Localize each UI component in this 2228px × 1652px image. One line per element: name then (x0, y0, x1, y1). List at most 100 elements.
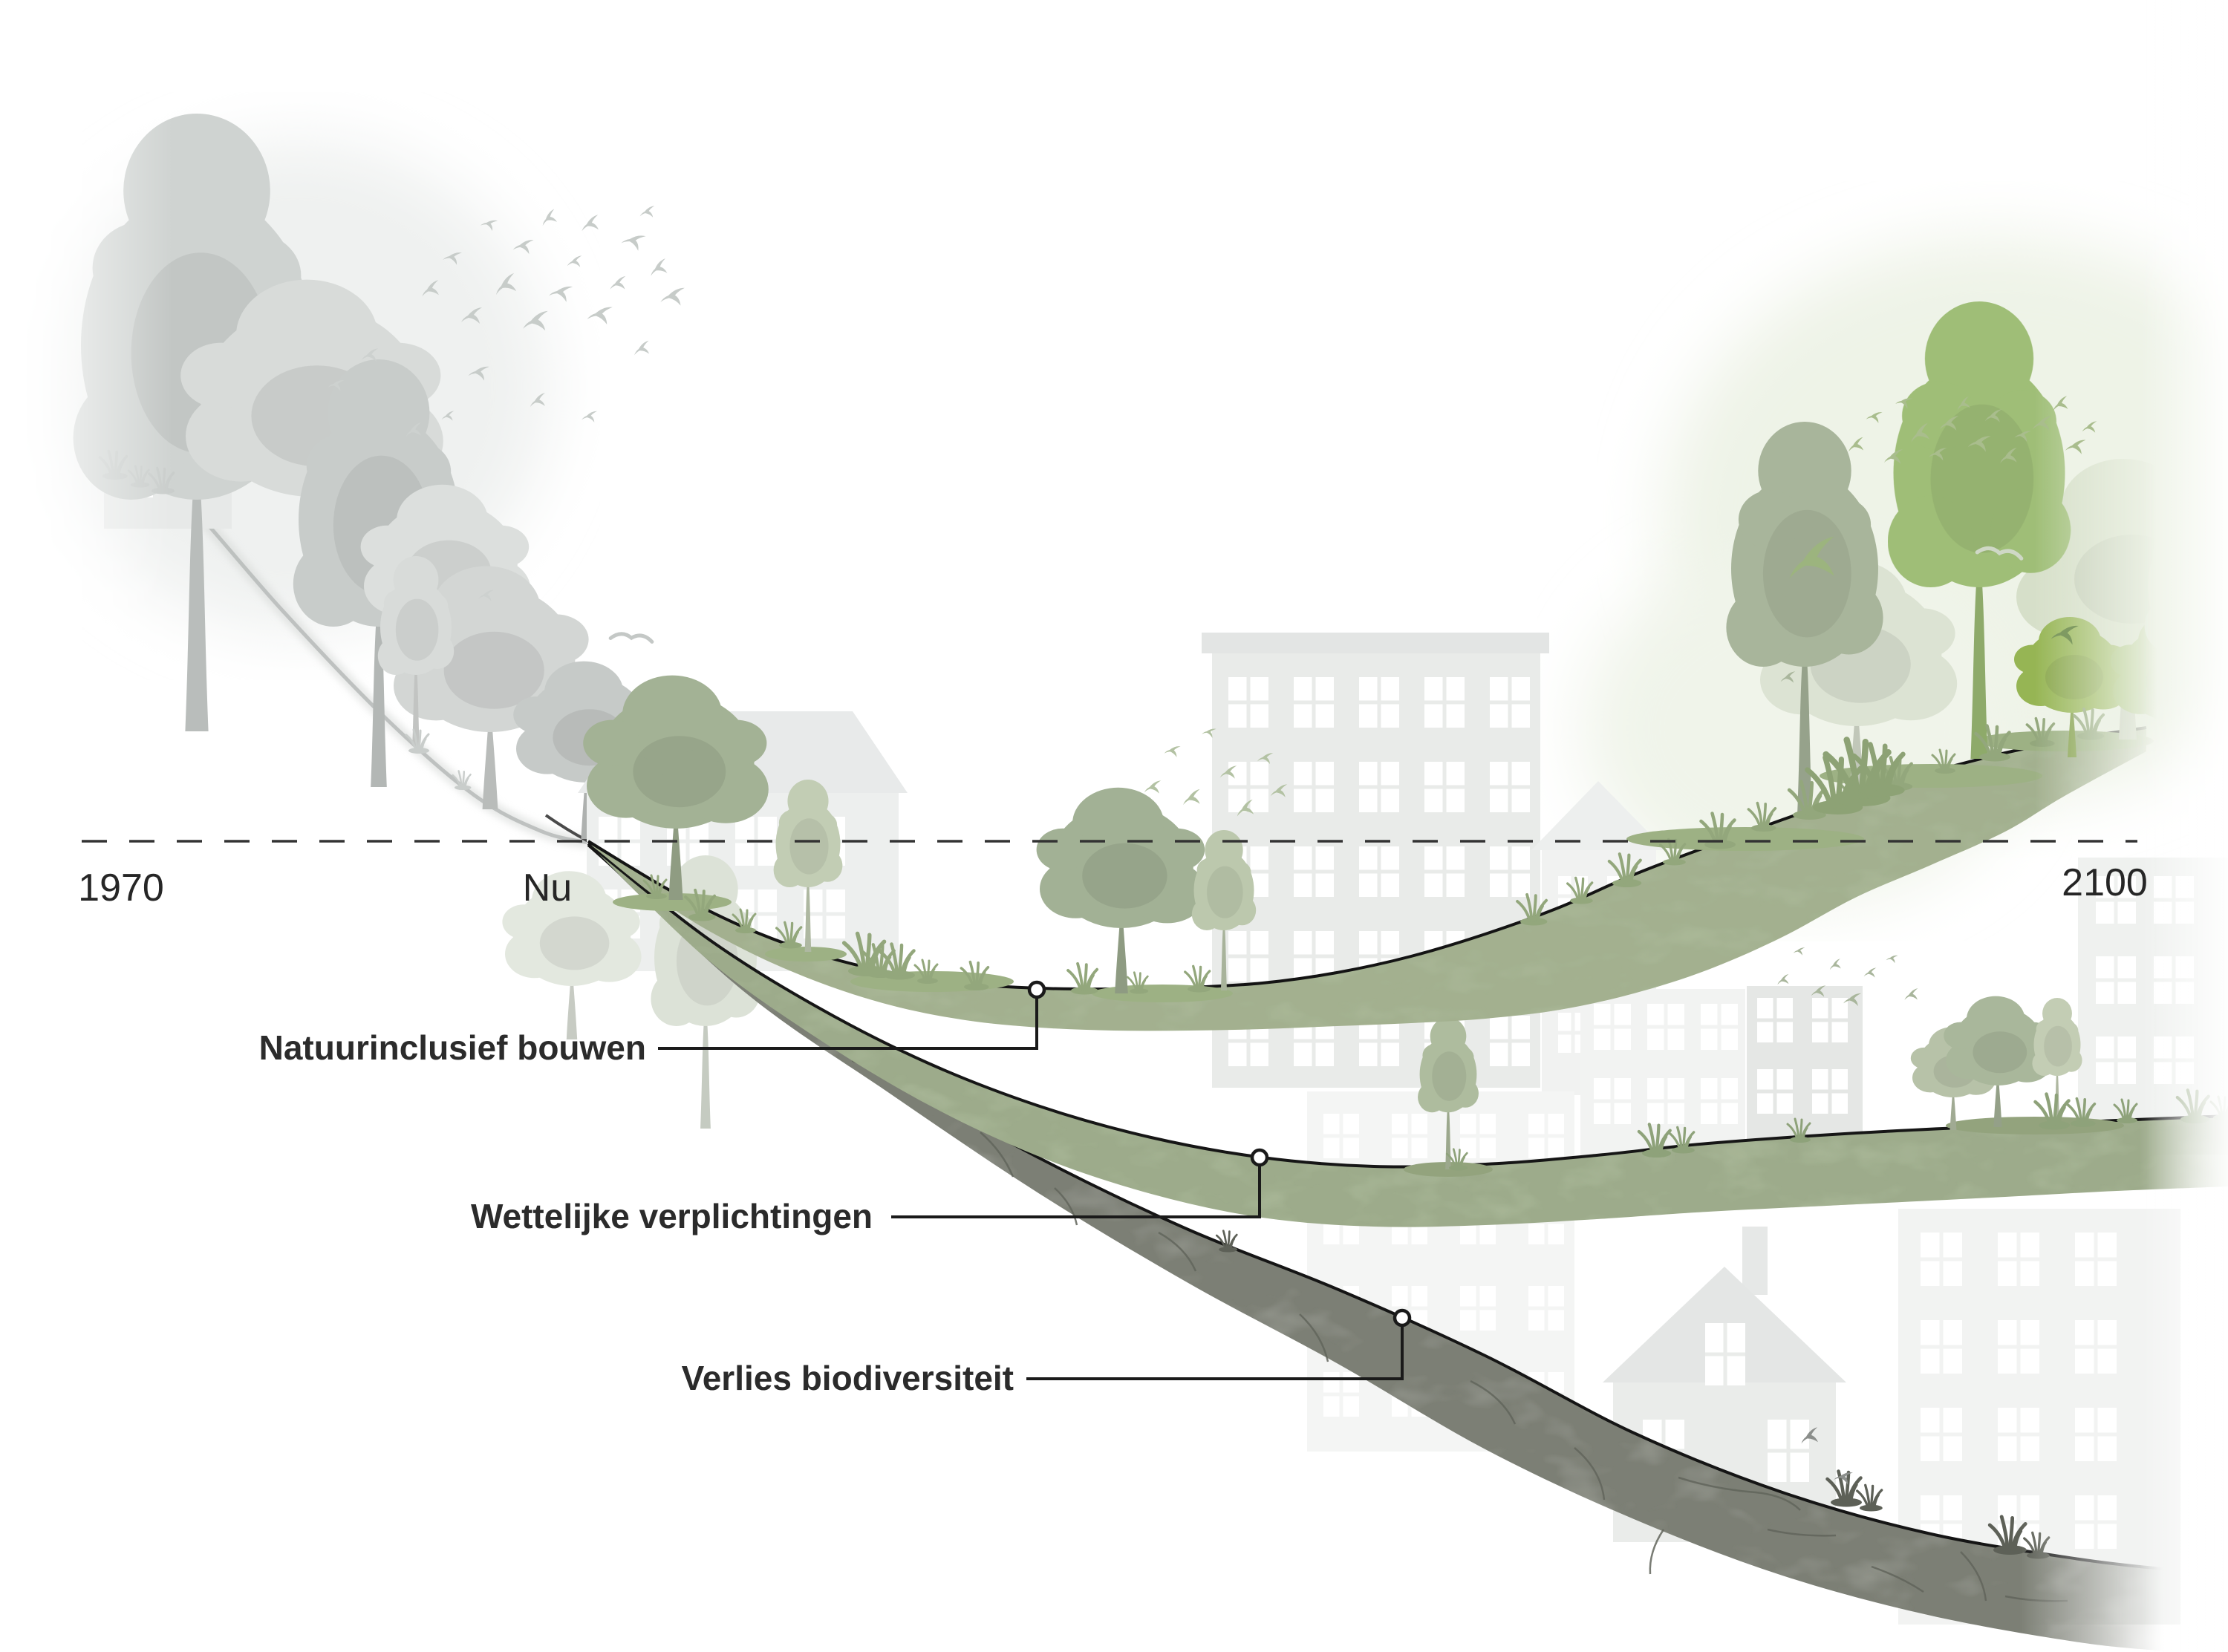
soil-crack (1470, 1380, 1517, 1425)
window-mullion (1424, 869, 1465, 874)
window-mullion (1460, 1134, 1496, 1138)
window-mullion (1228, 954, 1268, 959)
window-mullion (1490, 869, 1530, 874)
marker-verlies (1392, 1308, 1412, 1328)
window-mullion (2075, 1432, 2117, 1437)
window-mullion (1228, 785, 1268, 789)
bird-icon (609, 275, 627, 291)
label-verlies: Verlies biodiversiteit (682, 1359, 1014, 1397)
window-mullion (1323, 1392, 1359, 1397)
bird-icon (581, 409, 598, 423)
soil-crack (1574, 1447, 1606, 1501)
bird-icon (1181, 789, 1202, 806)
window-mullion (1998, 1345, 2039, 1349)
city-buildings (578, 633, 2228, 1625)
window-mullion (1594, 1099, 1631, 1103)
tree-icon (1036, 787, 1207, 993)
leader-verlies (1026, 1327, 1404, 1380)
tick-1970: 1970 (78, 866, 164, 910)
window-mullion (1998, 1432, 2039, 1437)
window-mullion (1998, 1257, 2039, 1261)
bird-icon (632, 340, 651, 356)
window-mullion (1921, 1520, 1962, 1524)
bird-icon (620, 229, 646, 252)
band3-cracks (980, 1132, 2068, 1602)
leader-natuurinclusief (658, 999, 1038, 1050)
window-mullion (1323, 1134, 1359, 1138)
window-mullion (1812, 1018, 1848, 1022)
gull-icon (610, 633, 652, 641)
window-mullion (1490, 1039, 1530, 1043)
leader-lines (658, 980, 1412, 1380)
soil-crack (1649, 1529, 1665, 1575)
window-mullion (1460, 1306, 1496, 1310)
soil-crack (2004, 1595, 2068, 1602)
window-mullion (1812, 1089, 1848, 1094)
soil-crack (1678, 1476, 1801, 1511)
window-mullion (1294, 954, 1334, 959)
bird-icon (1144, 780, 1162, 794)
window-mullion (2075, 1520, 2117, 1524)
bird-icon (512, 236, 534, 255)
window-mullion (1424, 700, 1465, 705)
window-mullion (1647, 1025, 1684, 1029)
marker-wettelijk (1250, 1148, 1269, 1167)
window-mullion (1294, 1039, 1334, 1043)
window-mullion (1359, 700, 1399, 705)
window-mullion (1768, 1449, 1809, 1453)
label-natuurinclusief: Natuurinclusief bouwen (259, 1028, 646, 1067)
window-mullion (1359, 954, 1399, 959)
grass-mound (1626, 827, 1864, 851)
bird-icon (1903, 987, 1920, 1002)
window-mullion (1392, 1134, 1427, 1138)
grass-tuft-icon (1184, 964, 1212, 994)
grass-mound (1404, 1162, 1493, 1177)
window-mullion (1757, 1018, 1793, 1022)
tick-nu: Nu (523, 866, 572, 910)
bird-icon (1828, 959, 1843, 971)
soil-crack (1054, 1187, 1078, 1226)
window-mullion (804, 912, 845, 916)
band3-soil (588, 845, 2169, 1651)
window-mullion (1998, 1520, 2039, 1524)
chimney (1742, 1227, 1768, 1295)
window-mullion (1359, 869, 1399, 874)
soil-crack (1299, 1313, 1329, 1362)
marker-natuurinclusief (1027, 980, 1046, 999)
bird-icon (587, 303, 613, 325)
window-mullion (1921, 1257, 1962, 1261)
window-mullion (1701, 1025, 1738, 1029)
bird-icon (1776, 973, 1791, 986)
band-natuurinclusief-bouwen (583, 301, 2228, 1031)
bird-icon (579, 215, 601, 233)
bird-icon (647, 258, 670, 278)
band-wettelijke-verplichtingen (587, 842, 2228, 1227)
window-mullion (1757, 1089, 1793, 1094)
hill-to-band-transition (544, 814, 589, 843)
window-mullion (1701, 1099, 1738, 1103)
window-mullion (1490, 700, 1530, 705)
window-mullion (1528, 1306, 1564, 1310)
soil-crack (1158, 1231, 1197, 1272)
window-mullion (1424, 785, 1465, 789)
left-edge-fade (0, 0, 175, 817)
window-mullion (2075, 1257, 2117, 1261)
bird-icon (1863, 967, 1877, 978)
bird-icon (538, 209, 559, 227)
window-mullion (1228, 700, 1268, 705)
window-mullion (667, 839, 709, 843)
window-mullion (1359, 1039, 1399, 1043)
window-mullion (2096, 978, 2136, 982)
soil-crack (1767, 1528, 1837, 1537)
grass-mound (1092, 985, 1233, 1002)
window-mullion (1294, 700, 1334, 705)
window-mullion (1228, 1039, 1268, 1043)
soil-crack (1960, 1551, 1987, 1602)
window-mullion (1528, 1134, 1564, 1138)
soil-crack (980, 1132, 1014, 1178)
window-mullion (1294, 869, 1334, 874)
leader-wettelijk (891, 1166, 1261, 1218)
band2-soil (588, 843, 2228, 1227)
